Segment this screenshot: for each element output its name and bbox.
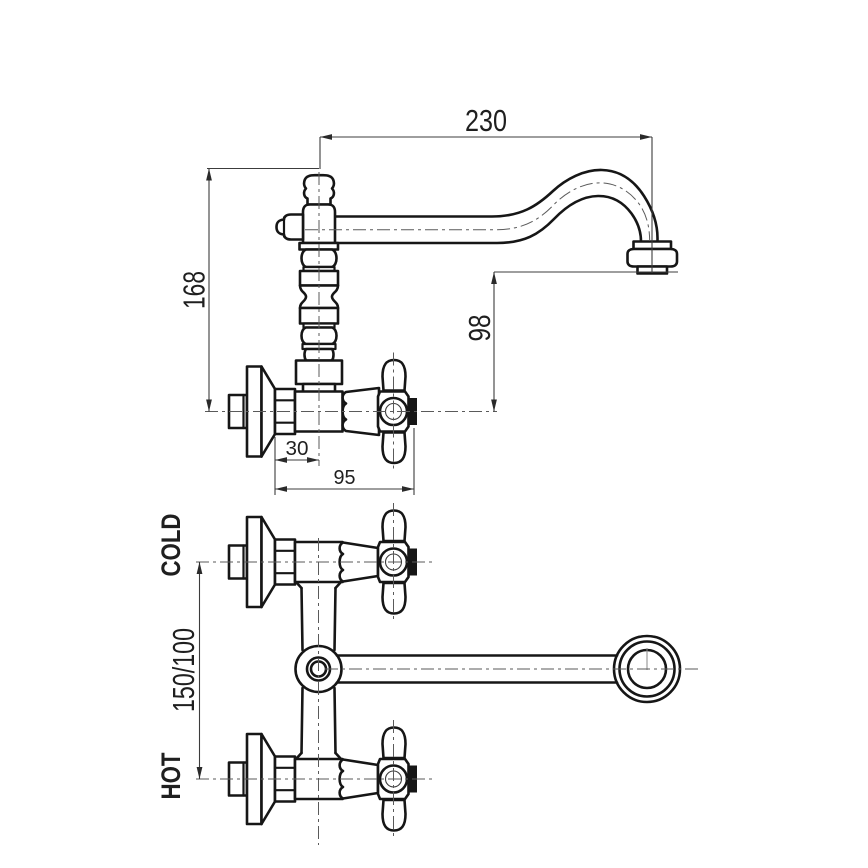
hot-valve bbox=[196, 720, 433, 838]
spout-outer-edge bbox=[334, 168, 659, 243]
front-view-dimensions: 150/100 COLD HOT bbox=[156, 514, 203, 800]
column-edge bbox=[300, 686, 304, 755]
spout-front bbox=[335, 634, 682, 704]
side-outlet bbox=[275, 213, 305, 241]
front-view: 150/100 COLD HOT bbox=[156, 503, 701, 845]
cold-valve bbox=[196, 503, 433, 621]
spout-centerline bbox=[305, 182, 651, 242]
dim-text-reach: 230 bbox=[465, 103, 507, 138]
column-edge bbox=[300, 586, 304, 652]
dim-text-spout-height: 98 bbox=[462, 315, 497, 342]
side-view: 230 168 98 30 95 bbox=[177, 103, 679, 495]
dim-text-depth: 95 bbox=[334, 467, 356, 489]
column-edge bbox=[333, 586, 337, 652]
dim-text-offset: 30 bbox=[286, 438, 309, 460]
dim-text-height: 168 bbox=[177, 271, 212, 309]
front-view-centerlines bbox=[318, 538, 701, 845]
side-view-centerlines bbox=[205, 172, 651, 466]
column-edge bbox=[333, 686, 337, 755]
spout-inner-edge bbox=[334, 194, 643, 245]
label-hot: HOT bbox=[156, 752, 186, 799]
dim-text-inlet-spacing: 150/100 bbox=[166, 628, 201, 712]
side-view-dimensions: 230 168 98 30 95 bbox=[177, 103, 678, 495]
label-cold: COLD bbox=[156, 514, 186, 577]
spout bbox=[334, 168, 659, 245]
riser-column bbox=[275, 173, 344, 394]
